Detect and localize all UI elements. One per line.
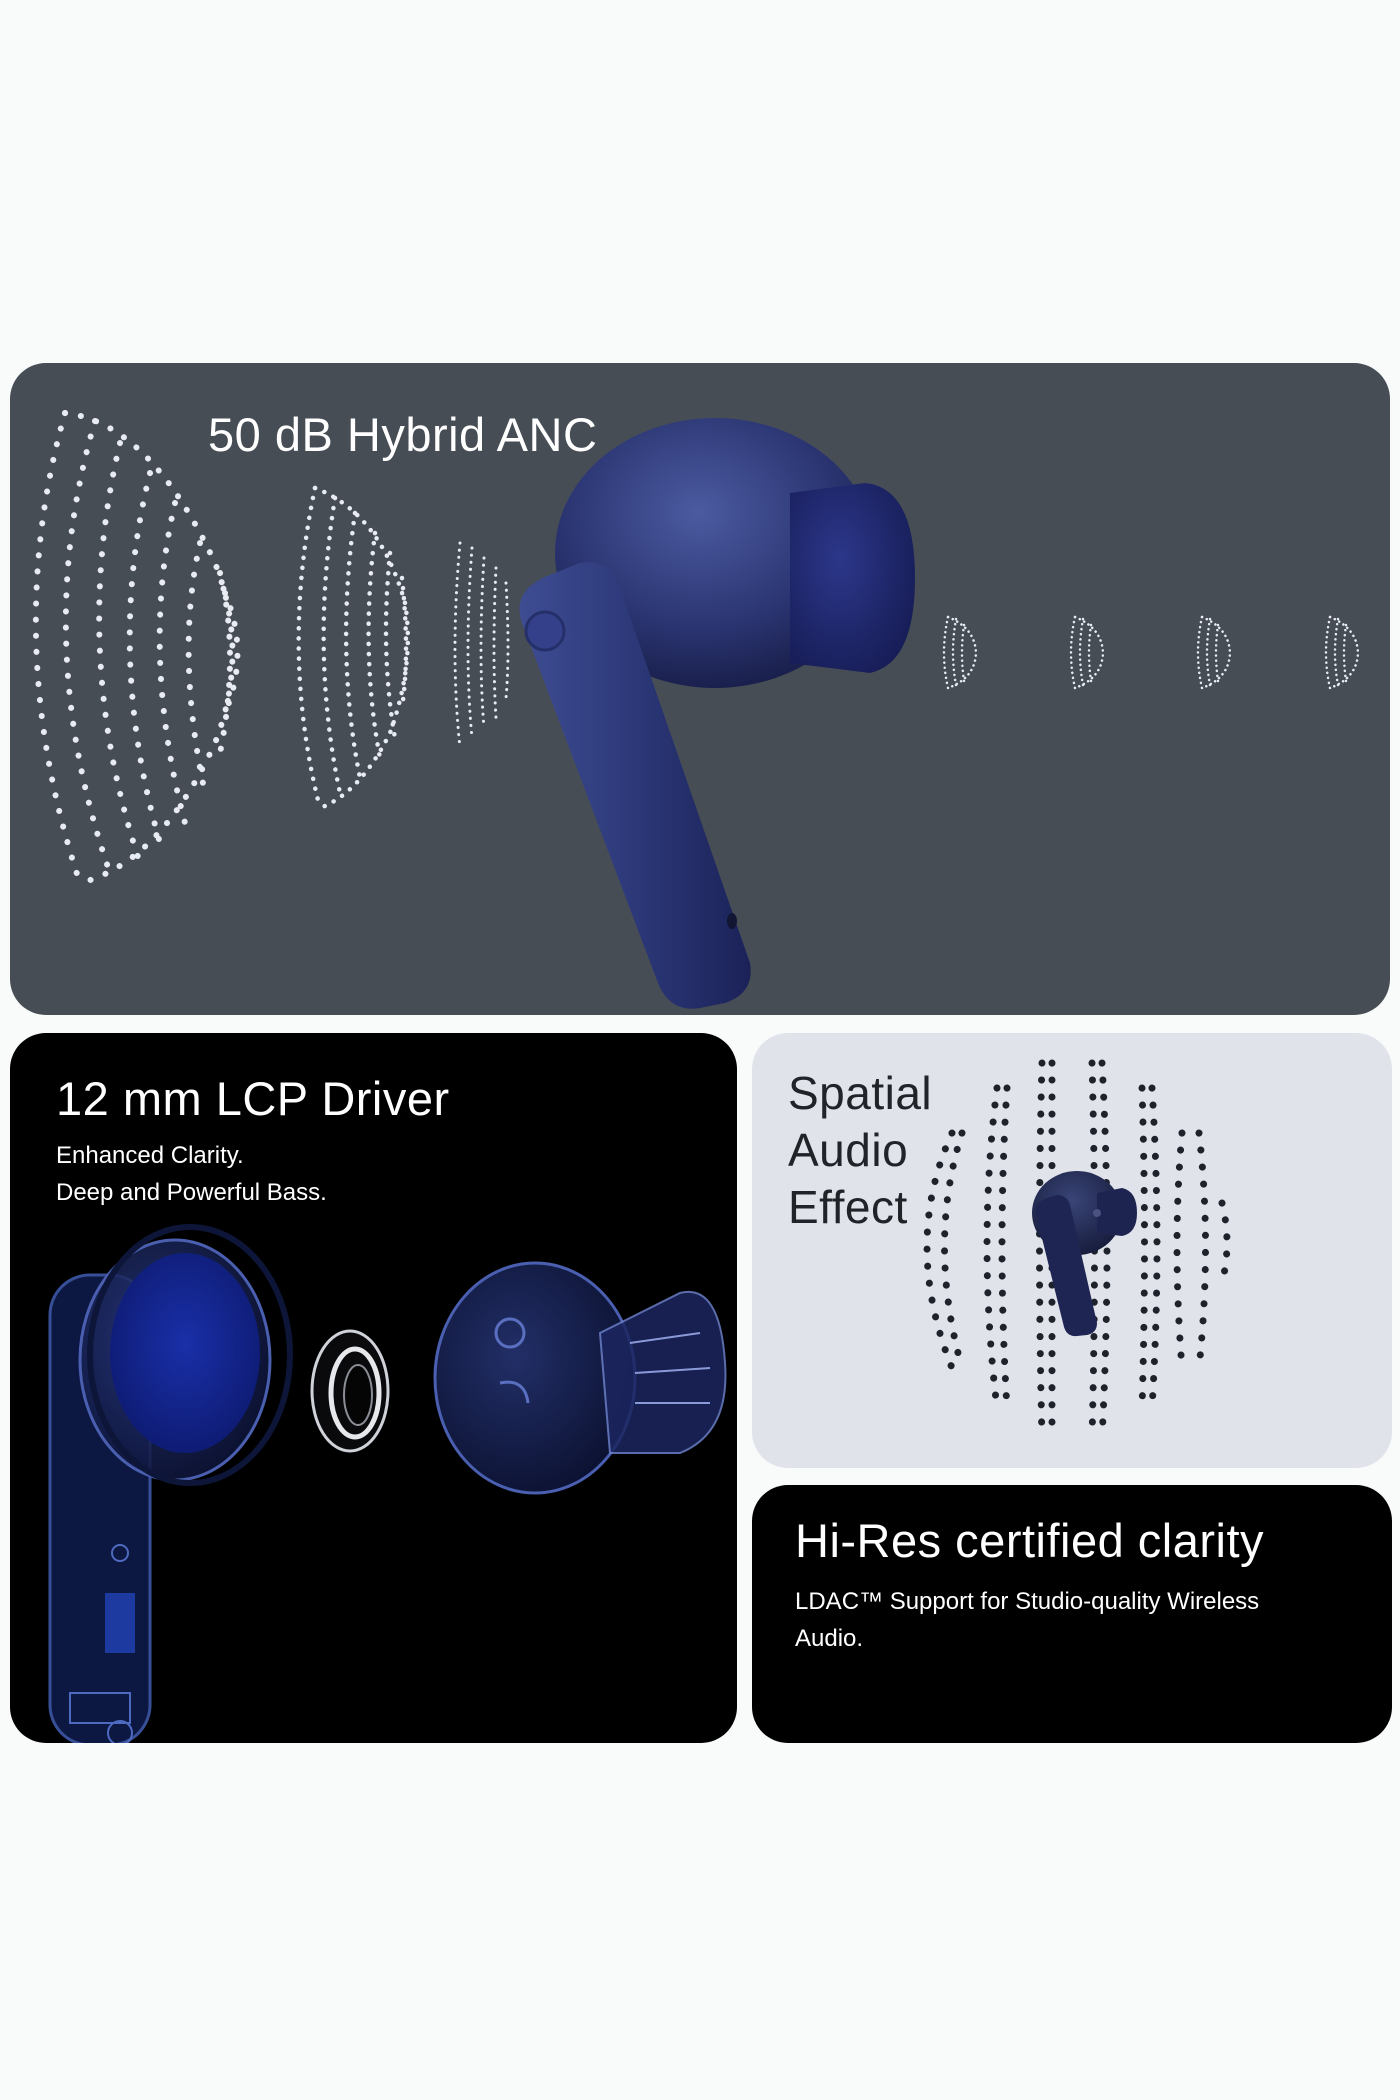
spatial-title-line-1: Spatial bbox=[788, 1067, 933, 1119]
sound-wave-dots-small-icon bbox=[453, 541, 510, 750]
hi-res-subtitle-line-1: LDAC™ Support for Studio-quality Wireles… bbox=[795, 1588, 1260, 1615]
spatial-title: Spatial Audio Effect bbox=[788, 1065, 932, 1236]
spatial-audio-card: Spatial Audio Effect bbox=[752, 1033, 1392, 1468]
hi-res-card: Hi-Res certified clarity LDAC™ Support f… bbox=[752, 1485, 1392, 1743]
lcp-subtitle-line-1: Enhanced Clarity. bbox=[56, 1142, 244, 1169]
exploded-earbud-illustration bbox=[48, 1224, 727, 1743]
lcp-driver-ring-icon bbox=[310, 1329, 390, 1453]
hi-res-title: Hi-Res certified clarity bbox=[795, 1514, 1265, 1567]
sound-wave-dots-medium-icon bbox=[296, 485, 411, 811]
anc-feature-card: 50 dB Hybrid ANC bbox=[10, 363, 1390, 1015]
spatial-title-line-3: Effect bbox=[788, 1181, 908, 1233]
sound-wave-dots-tiny-icon bbox=[942, 615, 1360, 690]
lcp-title: 12 mm LCP Driver bbox=[56, 1072, 450, 1125]
earbud-icon bbox=[519, 418, 915, 1009]
lcp-driver-card: 12 mm LCP Driver Enhanced Clarity. Deep … bbox=[10, 1033, 737, 1743]
lcp-subtitle-line-2: Deep and Powerful Bass. bbox=[56, 1179, 327, 1206]
anc-title: 50 dB Hybrid ANC bbox=[208, 408, 598, 461]
hi-res-subtitle-line-2: Audio. bbox=[795, 1625, 864, 1652]
sound-wave-dots-large-icon bbox=[32, 410, 241, 886]
earbud-icon bbox=[1032, 1171, 1137, 1337]
spatial-title-line-2: Audio bbox=[788, 1124, 909, 1176]
dot-wave-columns-icon bbox=[923, 1059, 1231, 1442]
transparent-shell-icon bbox=[433, 1261, 727, 1495]
spatial-audio-illustration bbox=[923, 1059, 1231, 1442]
anc-illustration bbox=[32, 410, 1360, 1009]
driver-housing-icon bbox=[78, 1224, 293, 1486]
